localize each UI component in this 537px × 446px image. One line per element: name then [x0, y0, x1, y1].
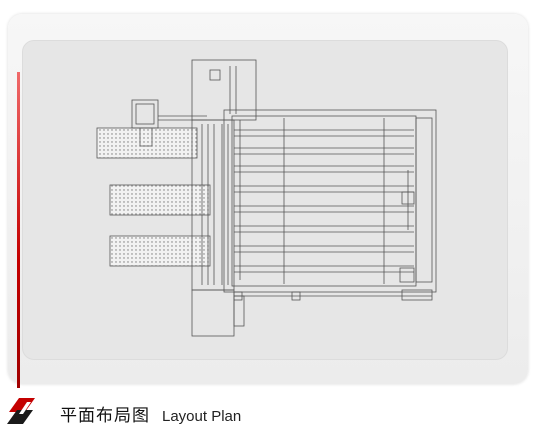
layout-plan-drawing: [96, 59, 437, 337]
caption-chinese: 平面布局图: [60, 406, 150, 426]
caption-english: Layout Plan: [162, 408, 242, 425]
accent-line: [17, 72, 20, 388]
brand-swoosh-icon: [7, 398, 35, 424]
figure-caption: 平面布局图 Layout Plan: [60, 401, 241, 429]
drawing-panel: [22, 40, 508, 360]
